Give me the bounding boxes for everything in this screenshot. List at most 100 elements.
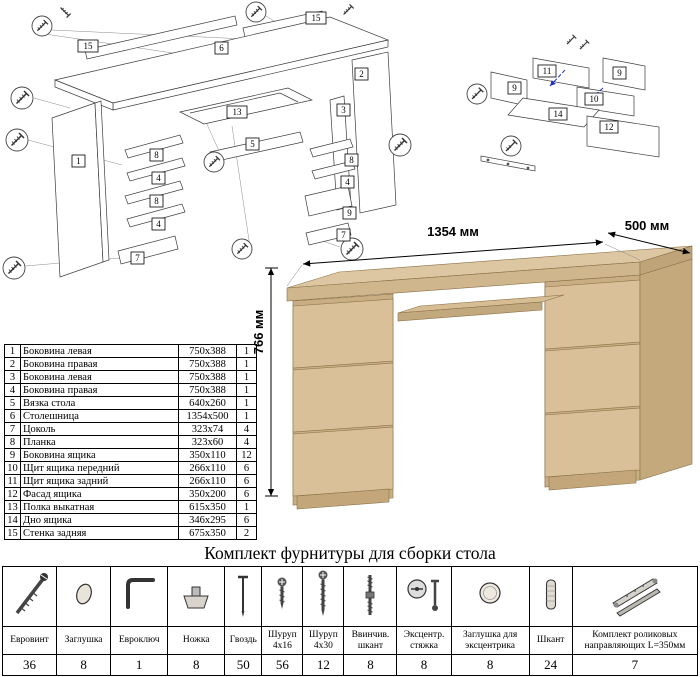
part-qty: 1 (236, 357, 257, 371)
part-qty: 6 (236, 474, 257, 488)
assembly-direction-arrows (549, 69, 604, 103)
assembly-exploded-diagram: 15 6 15 1 8 4 8 4 7 13 2 3 8 4 9 7 5 (2, 1, 412, 280)
part-qty: 6 (236, 513, 257, 527)
hardware-name: Шкант (528, 626, 573, 655)
hardware-name: Комплект роликовых направляющих L=350мм (571, 626, 699, 655)
part-qty: 6 (236, 487, 257, 501)
part-name: Вязка стола (20, 396, 179, 410)
part-name: Цоколь (20, 422, 179, 436)
desk-render: 1354 мм 500 мм 766 мм (253, 218, 693, 510)
hardware-callouts (466, 34, 590, 157)
hardware-qty: 24 (528, 654, 573, 676)
part-label-text: 2 (359, 69, 364, 79)
part-name: Стенка задняя (20, 526, 179, 540)
part-label: 13 (226, 105, 248, 119)
part-size: 750x388 (178, 344, 237, 358)
part-label: 8 (344, 153, 359, 167)
part-label: 15 (305, 11, 327, 25)
hardware-icon-cell (528, 566, 573, 627)
part-qty: 2 (236, 526, 257, 540)
part-label: 11 (537, 64, 557, 78)
part-size: 323x74 (178, 422, 237, 436)
part-number: 9 (4, 448, 21, 462)
part-qty: 1 (236, 370, 257, 384)
part-qty: 1 (236, 396, 257, 410)
hardware-qty: 8 (167, 654, 226, 676)
hardware-qty-row: 36 8 1 8 50 56 12 8 8 8 24 7 (1, 654, 699, 676)
nail-icon (238, 575, 249, 617)
hardware-qty: 7 (571, 654, 699, 676)
part-size: 615x350 (178, 500, 237, 514)
part-number: 3 (4, 370, 21, 384)
part-label: 7 (336, 228, 351, 242)
part-label-text: 9 (617, 68, 622, 78)
euro-screw-icon (15, 573, 48, 615)
part-label-text: 4 (156, 219, 161, 229)
part-size: 1354x500 (178, 409, 237, 423)
cam-cover-icon (479, 582, 501, 604)
roller-guides-icon (612, 578, 661, 617)
part-label: 8 (149, 148, 164, 162)
part-name: Боковина левая (20, 344, 179, 358)
hardware-icon-cell (571, 566, 699, 627)
hardware-icon-cell (396, 566, 452, 627)
part-number: 14 (4, 513, 21, 527)
cam-lock-icon (407, 579, 440, 611)
dowel-icon (545, 579, 556, 610)
hardware-icon-cell (56, 566, 112, 627)
leg-icon (183, 586, 209, 609)
desk-body (286, 245, 693, 510)
drawer-exploded-diagram: 11 9 9 10 14 12 (466, 34, 660, 172)
part-label-text: 9 (512, 83, 517, 93)
part-qty: 4 (236, 435, 257, 449)
part-label: 8 (149, 194, 164, 208)
part-name: Щит ящика передний (20, 461, 179, 475)
hardware-qty: 36 (1, 654, 58, 676)
part-size: 750x388 (178, 383, 237, 397)
part-number: 1 (4, 344, 21, 358)
part-qty: 1 (236, 409, 257, 423)
part-size: 266x110 (178, 474, 237, 488)
part-label-text: 8 (154, 196, 159, 206)
part-size: 675x350 (178, 526, 237, 540)
hardware-icon-cell (167, 566, 226, 627)
hardware-qty: 56 (261, 654, 304, 676)
part-name: Дно ящика (20, 513, 179, 527)
hardware-icons-row (1, 566, 699, 627)
hardware-name: Шуруп 4x16 (261, 626, 304, 655)
part-number: 5 (4, 396, 21, 410)
part-qty: 1 (236, 383, 257, 397)
part-name: Столешница (20, 409, 179, 423)
hardware-name: Шуруп 4x30 (302, 626, 345, 655)
part-qty: 12 (236, 448, 257, 462)
part-label-text: 1 (76, 156, 81, 166)
part-label-text: 3 (341, 105, 346, 115)
hardware-name: Ножка (167, 626, 226, 655)
hardware-name: Гвоздь (224, 626, 263, 655)
hardware-icon-cell (302, 566, 345, 627)
part-label: 14 (548, 107, 568, 121)
width-dimension-label: 1354 мм (427, 224, 479, 239)
part-label-text: 10 (590, 94, 600, 104)
hardware-name: Ввинчив. шкант (343, 626, 398, 655)
part-label-text: 7 (135, 253, 140, 263)
part-number: 10 (4, 461, 21, 475)
part-label: 3 (336, 103, 351, 117)
part-label: 4 (151, 171, 166, 185)
part-label: 6 (214, 41, 229, 55)
part-label-text: 14 (554, 109, 564, 119)
hardware-icon-cell (224, 566, 263, 627)
part-label: 9 (507, 81, 522, 95)
hardware-callouts (2, 1, 412, 280)
part-label-text: 4 (345, 177, 350, 187)
part-label: 4 (151, 217, 166, 231)
hardware-icon-cell (1, 566, 58, 627)
part-number: 4 (4, 383, 21, 397)
hardware-qty: 8 (56, 654, 112, 676)
